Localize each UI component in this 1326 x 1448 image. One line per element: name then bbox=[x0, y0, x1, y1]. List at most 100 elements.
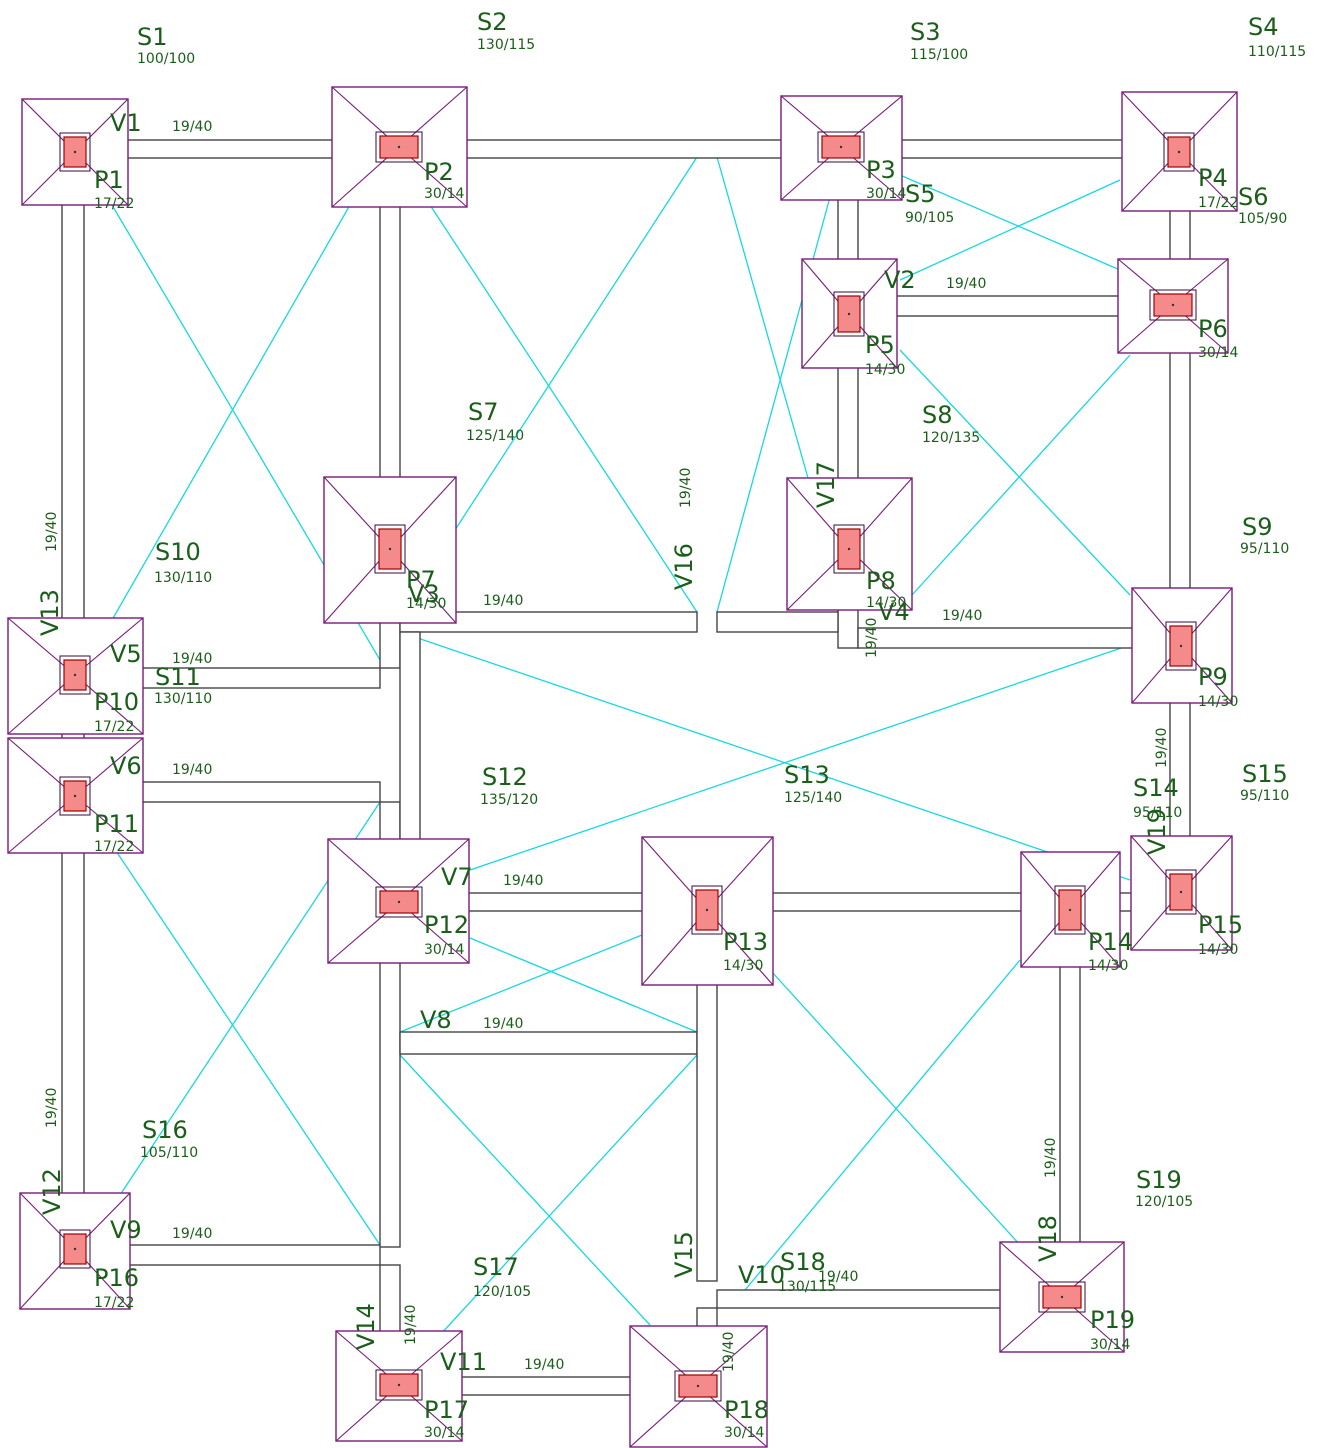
pillar-P17 bbox=[375, 1369, 423, 1401]
pillar-P14 bbox=[1054, 885, 1086, 935]
beam-labels: V1 19/40 V2 19/40 V3 19/40 V4 19/40 V5 1… bbox=[110, 109, 986, 1376]
pillar-P8 bbox=[833, 524, 865, 574]
slab-S6-name: S6 bbox=[1238, 183, 1269, 211]
beam-V7-name: V7 bbox=[441, 863, 473, 891]
slab-labels: S1 100/100 S2 130/115 S3 115/100 S4 110/… bbox=[137, 8, 1306, 1300]
pillar-P6-name: P6 bbox=[1198, 315, 1228, 343]
pillar-P10-name: P10 bbox=[94, 688, 139, 716]
slab-S15-name: S15 bbox=[1242, 760, 1288, 788]
beam-V1-dim: 19/40 bbox=[172, 119, 212, 135]
pillar-P8-name: P8 bbox=[866, 567, 896, 595]
slab-S14-dim: 95/110 bbox=[1133, 805, 1182, 821]
slab-S13-dim: 125/140 bbox=[784, 790, 842, 806]
slab-S13-name: S13 bbox=[784, 761, 830, 789]
beam-V5-dim: 19/40 bbox=[172, 651, 212, 667]
pillar-labels: P1 17/22 P2 30/14 P3 30/14 P4 17/22 P5 1… bbox=[94, 156, 1243, 1441]
beam-V3-dim: 19/40 bbox=[483, 593, 523, 609]
beam-V8-name: V8 bbox=[420, 1006, 452, 1034]
slab-S9-name: S9 bbox=[1242, 513, 1273, 541]
pillar-P4-name: P4 bbox=[1198, 164, 1228, 192]
beam-V16-dim: 19/40 bbox=[678, 468, 694, 508]
beam-V14-name: V14 bbox=[352, 1303, 380, 1350]
pillar-P11-name: P11 bbox=[94, 810, 139, 838]
slab-S3-name: S3 bbox=[910, 18, 941, 46]
pillar-P9 bbox=[1165, 621, 1197, 671]
slab-S8-name: S8 bbox=[922, 401, 953, 429]
pillar-P3-dim: 30/14 bbox=[866, 186, 906, 202]
beam-V18-dim: 19/40 bbox=[1043, 1138, 1059, 1178]
pillar-P13 bbox=[691, 885, 723, 935]
beam-V10-dim: 19/40 bbox=[818, 1269, 858, 1285]
beam-V2-dim: 19/40 bbox=[946, 276, 986, 292]
beam-V11-name: V11 bbox=[440, 1348, 487, 1376]
slab-S4-dim: 110/115 bbox=[1248, 44, 1306, 60]
slab-S1-name: S1 bbox=[137, 23, 168, 51]
pillar-P12 bbox=[375, 886, 423, 918]
pillar-P3-name: P3 bbox=[866, 156, 896, 184]
pillar-P8-dim: 14/30 bbox=[866, 595, 906, 611]
pillars-layer bbox=[59, 131, 1197, 1402]
pillar-P10-dim: 17/22 bbox=[94, 719, 134, 735]
pillar-P16-dim: 17/22 bbox=[94, 1295, 134, 1311]
beam-V18-name: V18 bbox=[1034, 1215, 1062, 1262]
beam-V6-name: V6 bbox=[110, 752, 142, 780]
slab-S11-name: S11 bbox=[155, 663, 201, 691]
foundation-cap-P14 bbox=[1020, 851, 1121, 968]
foundation-cap-P5 bbox=[801, 258, 898, 369]
slab-S1-dim: 100/100 bbox=[137, 51, 195, 67]
beam-V9-name: V9 bbox=[110, 1216, 142, 1244]
pillar-P4 bbox=[1163, 132, 1195, 172]
beam-V17-name: V17 bbox=[812, 461, 840, 508]
slab-S15-dim: 95/110 bbox=[1240, 788, 1289, 804]
slab-S5-dim: 90/105 bbox=[905, 210, 954, 226]
slab-S7-name: S7 bbox=[468, 398, 499, 426]
slab-S3-dim: 115/100 bbox=[910, 47, 968, 63]
beam-V15-name: V15 bbox=[670, 1231, 698, 1278]
slab-S12-dim: 135/120 bbox=[480, 792, 538, 808]
beam-V19-name: V19 bbox=[1143, 808, 1171, 855]
slab-diagonals bbox=[111, 156, 1131, 1336]
pillar-P15-dim: 14/30 bbox=[1198, 942, 1238, 958]
beam-V16-name: V16 bbox=[670, 543, 698, 590]
beam-V15-dim: 19/40 bbox=[721, 1332, 737, 1372]
beam-V12-name: V12 bbox=[38, 1168, 66, 1215]
beam-V14-dim: 19/40 bbox=[403, 1305, 419, 1345]
slab-S16-dim: 105/110 bbox=[140, 1145, 198, 1161]
beam-V13-dim: 19/40 bbox=[44, 512, 60, 552]
slab-S9-dim: 95/110 bbox=[1240, 541, 1289, 557]
pillar-P2 bbox=[375, 131, 423, 163]
slab-S11-dim: 130/110 bbox=[154, 691, 212, 707]
pillar-P7-name: P7 bbox=[406, 566, 436, 594]
pillar-P1-name: P1 bbox=[94, 166, 124, 194]
beam-V11-dim: 19/40 bbox=[524, 1357, 564, 1373]
pillar-P15-name: P15 bbox=[1198, 911, 1243, 939]
pillar-P1 bbox=[59, 132, 91, 172]
slab-S7-dim: 125/140 bbox=[466, 428, 524, 444]
pillar-P6 bbox=[1149, 289, 1197, 321]
beam-V2-name: V2 bbox=[884, 266, 916, 294]
slab-S5-name: S5 bbox=[905, 180, 936, 208]
beam-V7-dim: 19/40 bbox=[503, 873, 543, 889]
pillar-P12-dim: 30/14 bbox=[424, 942, 464, 958]
slab-S18-name: S18 bbox=[780, 1248, 826, 1276]
slab-S10-dim: 130/110 bbox=[154, 570, 212, 586]
pillar-P16-name: P16 bbox=[94, 1264, 139, 1292]
pillar-P6-dim: 30/14 bbox=[1198, 345, 1238, 361]
pillar-P4-dim: 17/22 bbox=[1198, 195, 1238, 211]
pillar-P11-dim: 17/22 bbox=[94, 839, 134, 855]
beam-V8-dim: 19/40 bbox=[483, 1016, 523, 1032]
pillar-P12-name: P12 bbox=[424, 911, 469, 939]
pillar-P3 bbox=[817, 131, 865, 163]
pillar-P14-name: P14 bbox=[1088, 928, 1133, 956]
pillar-P5-name: P5 bbox=[865, 331, 895, 359]
slab-S18-dim: 130/115 bbox=[778, 1279, 836, 1295]
pillar-P17-name: P17 bbox=[424, 1396, 469, 1424]
pillar-P19-name: P19 bbox=[1090, 1306, 1135, 1334]
foundation-cap-P15 bbox=[1130, 835, 1233, 951]
pillar-P17-dim: 30/14 bbox=[424, 1425, 464, 1441]
beam-V4-name: V4 bbox=[878, 598, 910, 626]
slab-S14-name: S14 bbox=[1133, 774, 1179, 802]
slab-S4-name: S4 bbox=[1248, 13, 1279, 41]
beams-layer bbox=[61, 139, 1191, 1396]
